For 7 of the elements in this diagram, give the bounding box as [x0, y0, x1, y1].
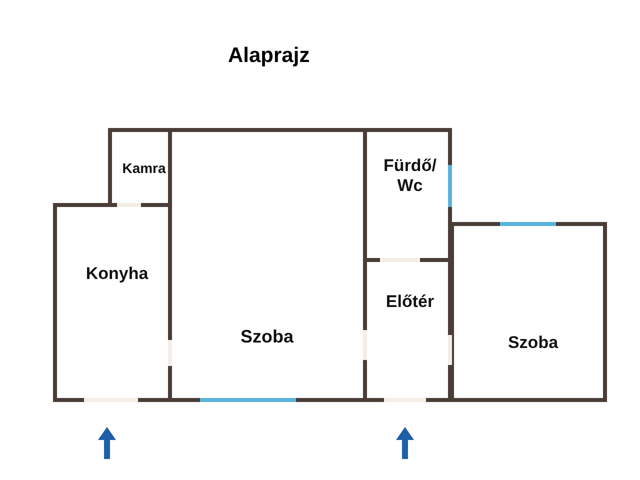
room-name: Fürdő/ Wc: [382, 156, 438, 196]
plan-title: Alaprajz: [228, 44, 310, 68]
room-name: Szoba: [239, 326, 295, 348]
room-name: Szoba: [506, 333, 560, 353]
room-name: Kamra: [121, 160, 167, 176]
room-name: Konyha: [84, 264, 150, 284]
room-name: Előtér: [384, 292, 436, 312]
